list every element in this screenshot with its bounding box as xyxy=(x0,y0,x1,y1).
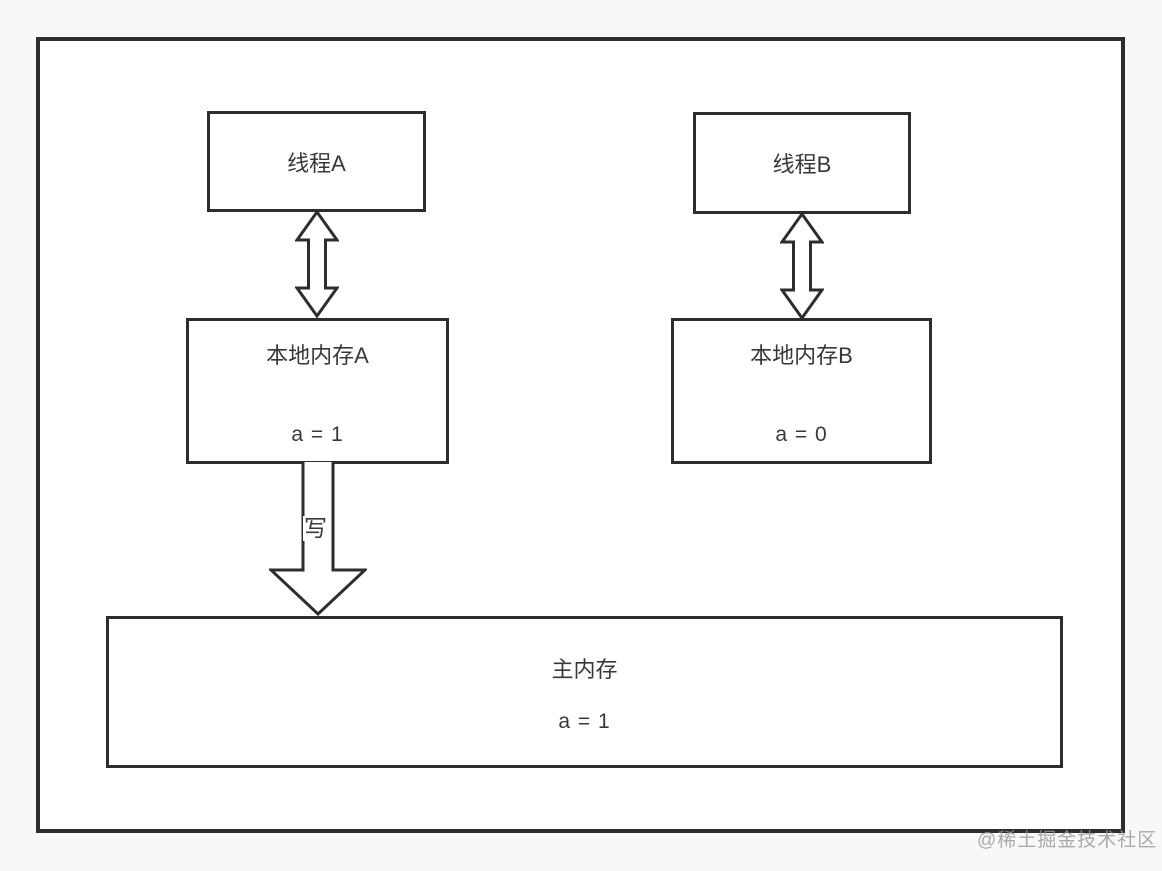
thread-a-box: 线程A xyxy=(207,111,426,212)
diagram-frame: 线程A 线程B 本地内存A a = 1 本地内存B a = 0 主内存 a = … xyxy=(36,37,1125,833)
thread-a-label: 线程A xyxy=(287,150,346,176)
bidirectional-arrow-b-icon xyxy=(780,212,824,320)
main-memory-box: 主内存 a = 1 xyxy=(106,616,1063,768)
bidirectional-arrow-a-icon xyxy=(295,210,339,318)
main-memory-value: a = 1 xyxy=(558,710,611,733)
thread-b-box: 线程B xyxy=(693,112,911,214)
local-memory-b-title: 本地内存B xyxy=(750,343,853,368)
write-arrow-label: 写 xyxy=(303,515,328,542)
thread-b-label: 线程B xyxy=(772,152,832,177)
watermark: @稀土掘金技术社区 xyxy=(977,830,1158,851)
local-memory-b-value: a = 0 xyxy=(775,423,828,446)
local-memory-b-box: 本地内存B a = 0 xyxy=(671,318,932,464)
local-memory-a-value: a = 1 xyxy=(291,423,344,446)
local-memory-a-title: 本地内存A xyxy=(266,343,369,368)
main-memory-title: 主内存 xyxy=(551,657,618,682)
local-memory-a-box: 本地内存A a = 1 xyxy=(186,318,449,464)
